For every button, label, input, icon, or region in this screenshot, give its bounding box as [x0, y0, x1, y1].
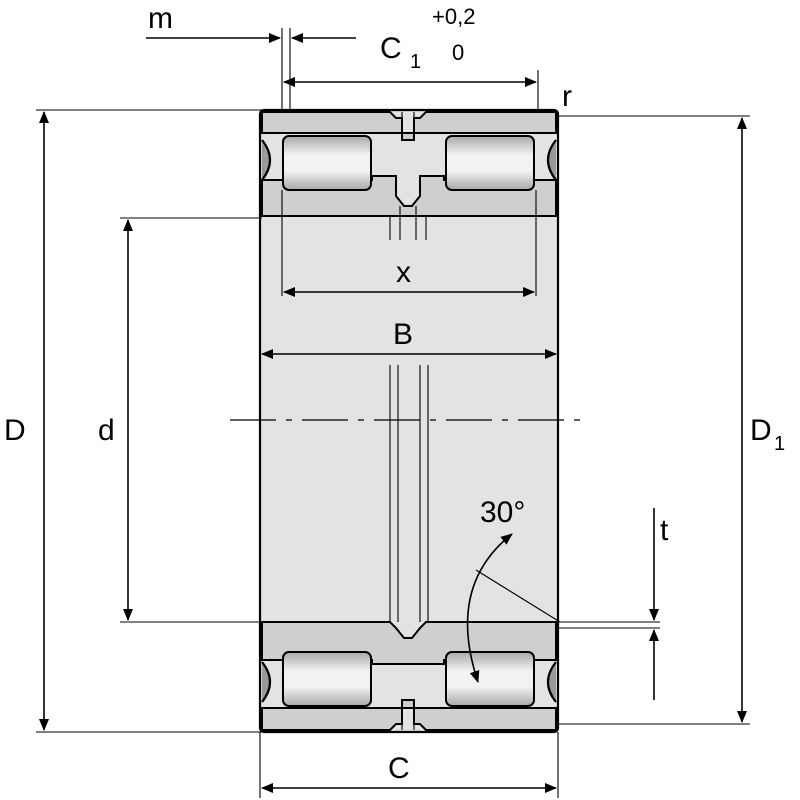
- label-B: B: [393, 318, 413, 351]
- seal-bottom-left: [261, 661, 272, 703]
- label-t: t: [660, 514, 669, 547]
- label-D: D: [4, 414, 26, 447]
- seal-top-left: [261, 139, 272, 181]
- label-angle: 30°: [480, 496, 525, 529]
- label-tol-upper: +0,2: [432, 4, 475, 29]
- label-D1: D: [750, 414, 772, 447]
- seal-bottom-right: [546, 661, 557, 703]
- label-c1: C: [380, 32, 402, 65]
- label-tol-lower: 0: [452, 40, 464, 65]
- dimension-lines: [39, 33, 747, 793]
- roller-top-left: [282, 135, 372, 191]
- center-groove: [389, 365, 429, 622]
- angle-arc: [466, 533, 513, 683]
- roller-top-right: [445, 135, 535, 191]
- label-D1-sub: 1: [774, 433, 785, 455]
- roller-bottom-right: [445, 651, 535, 707]
- roller-bottom-left: [282, 651, 372, 707]
- label-d: d: [98, 414, 115, 447]
- label-r: r: [562, 80, 572, 113]
- label-c1-sub: 1: [410, 51, 421, 73]
- extension-lines: [36, 28, 750, 798]
- label-C: C: [388, 752, 410, 785]
- label-x: x: [396, 256, 411, 289]
- seal-top-right: [546, 139, 557, 181]
- label-m: m: [148, 2, 173, 35]
- upper-roller-section: [261, 111, 557, 240]
